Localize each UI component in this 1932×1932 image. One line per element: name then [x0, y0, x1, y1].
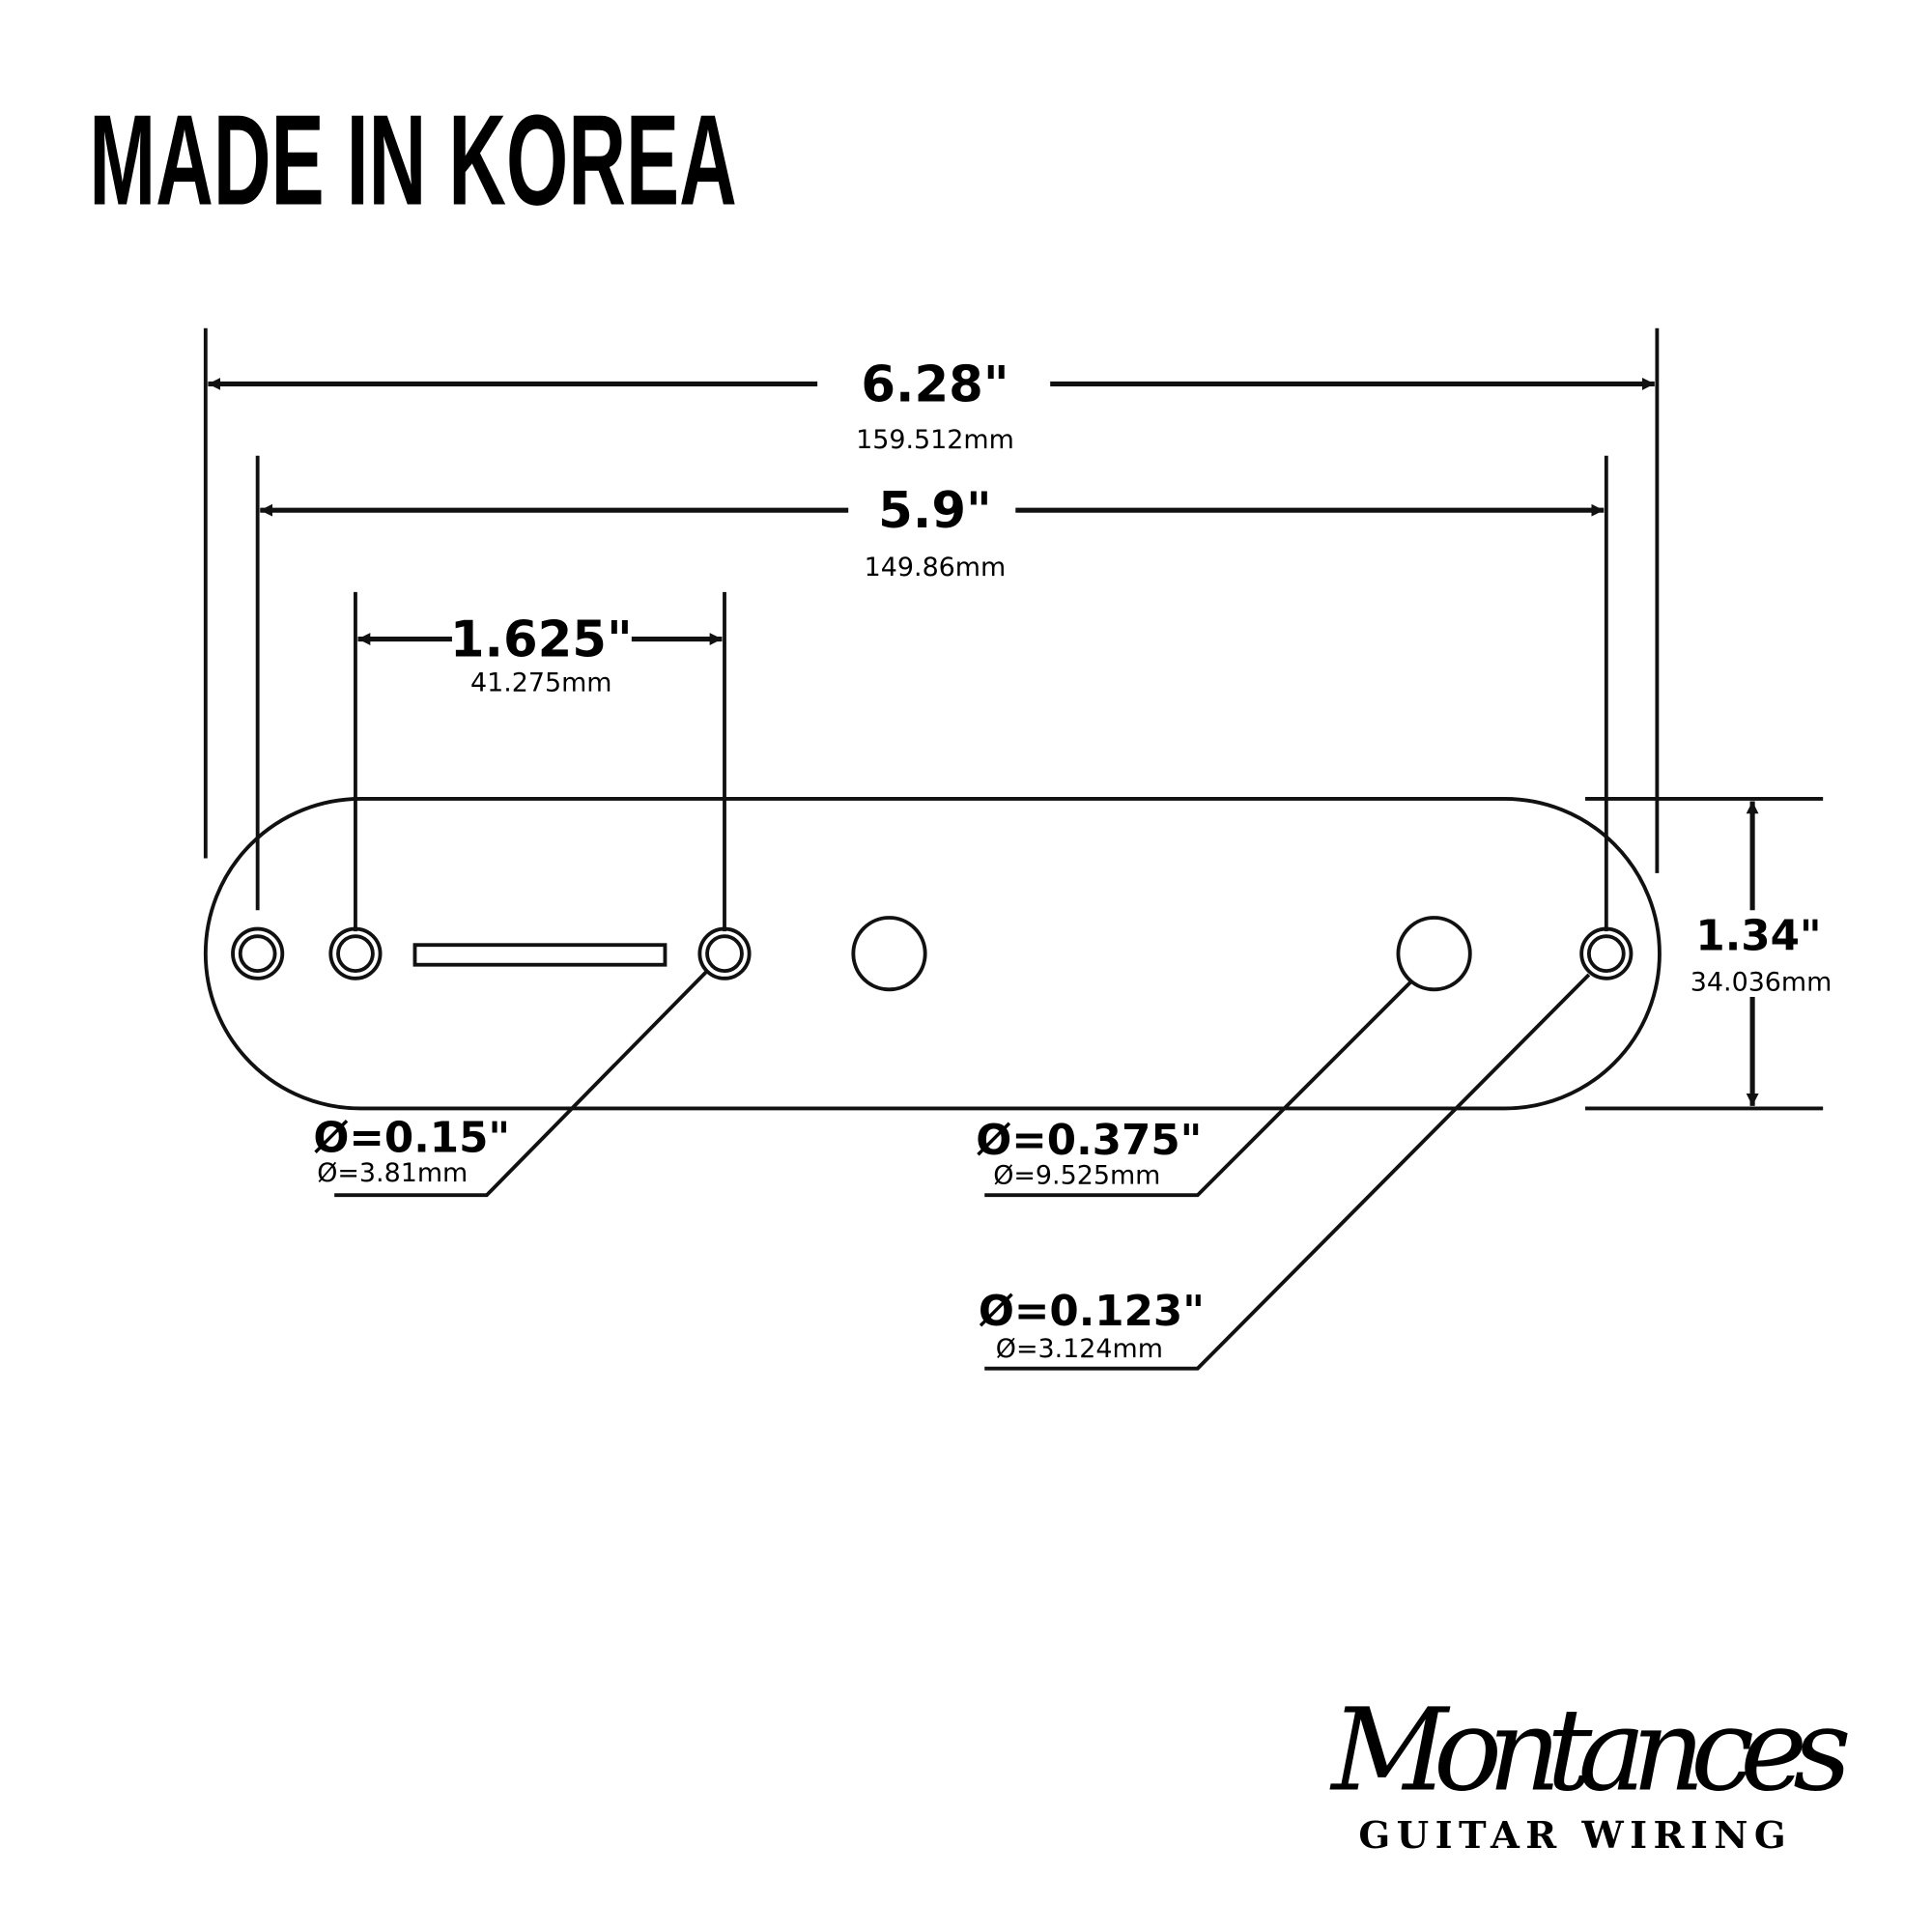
- page-title: MADE IN KOREA: [89, 88, 736, 232]
- plate-width-in: 1.34": [1695, 912, 1821, 960]
- overall-length-mm: 159.512mm: [856, 425, 1014, 455]
- control-plate-outline: [203, 797, 1662, 1111]
- mount-hole-mm: Ø=3.124mm: [996, 1334, 1163, 1364]
- plate-width-dimension: 1.34" 34.036mm: [1585, 797, 1833, 1111]
- mount-hole-spacing-dimension: 5.9" 149.86mm: [255, 455, 1608, 932]
- overall-length-dimension: 6.28" 159.512mm: [203, 327, 1660, 873]
- mount-hole-callout: Ø=0.123" Ø=3.124mm: [979, 973, 1591, 1371]
- pot-hole-mm: Ø=9.525mm: [993, 1161, 1160, 1191]
- switch-hole-in: Ø=0.15": [313, 1114, 510, 1162]
- pot-hole-callout: Ø=0.375" Ø=9.525mm: [976, 980, 1413, 1198]
- switch-hole-mm: Ø=3.81mm: [317, 1158, 468, 1188]
- switch-spacing-mm: 41.275mm: [470, 668, 612, 697]
- logo-script: Montances: [1329, 1685, 1851, 1817]
- overall-length-in: 6.28": [861, 355, 1009, 413]
- switch-hole-callout: Ø=0.15" Ø=3.81mm: [313, 969, 709, 1198]
- mount-spacing-in: 5.9": [878, 482, 992, 540]
- logo-tagline: GUITAR WIRING: [1358, 1814, 1792, 1858]
- holes: [231, 916, 1634, 992]
- brand-logo: Montances GUITAR WIRING: [1329, 1685, 1851, 1858]
- mount-hole-in: Ø=0.123": [979, 1288, 1205, 1336]
- switch-spacing-in: 1.625": [450, 611, 633, 668]
- plate-width-mm: 34.036mm: [1690, 968, 1833, 998]
- pot-hole-in: Ø=0.375": [976, 1117, 1202, 1165]
- switch-hole-spacing-dimension: 1.625" 41.275mm: [354, 591, 726, 932]
- mount-spacing-mm: 149.86mm: [865, 553, 1007, 582]
